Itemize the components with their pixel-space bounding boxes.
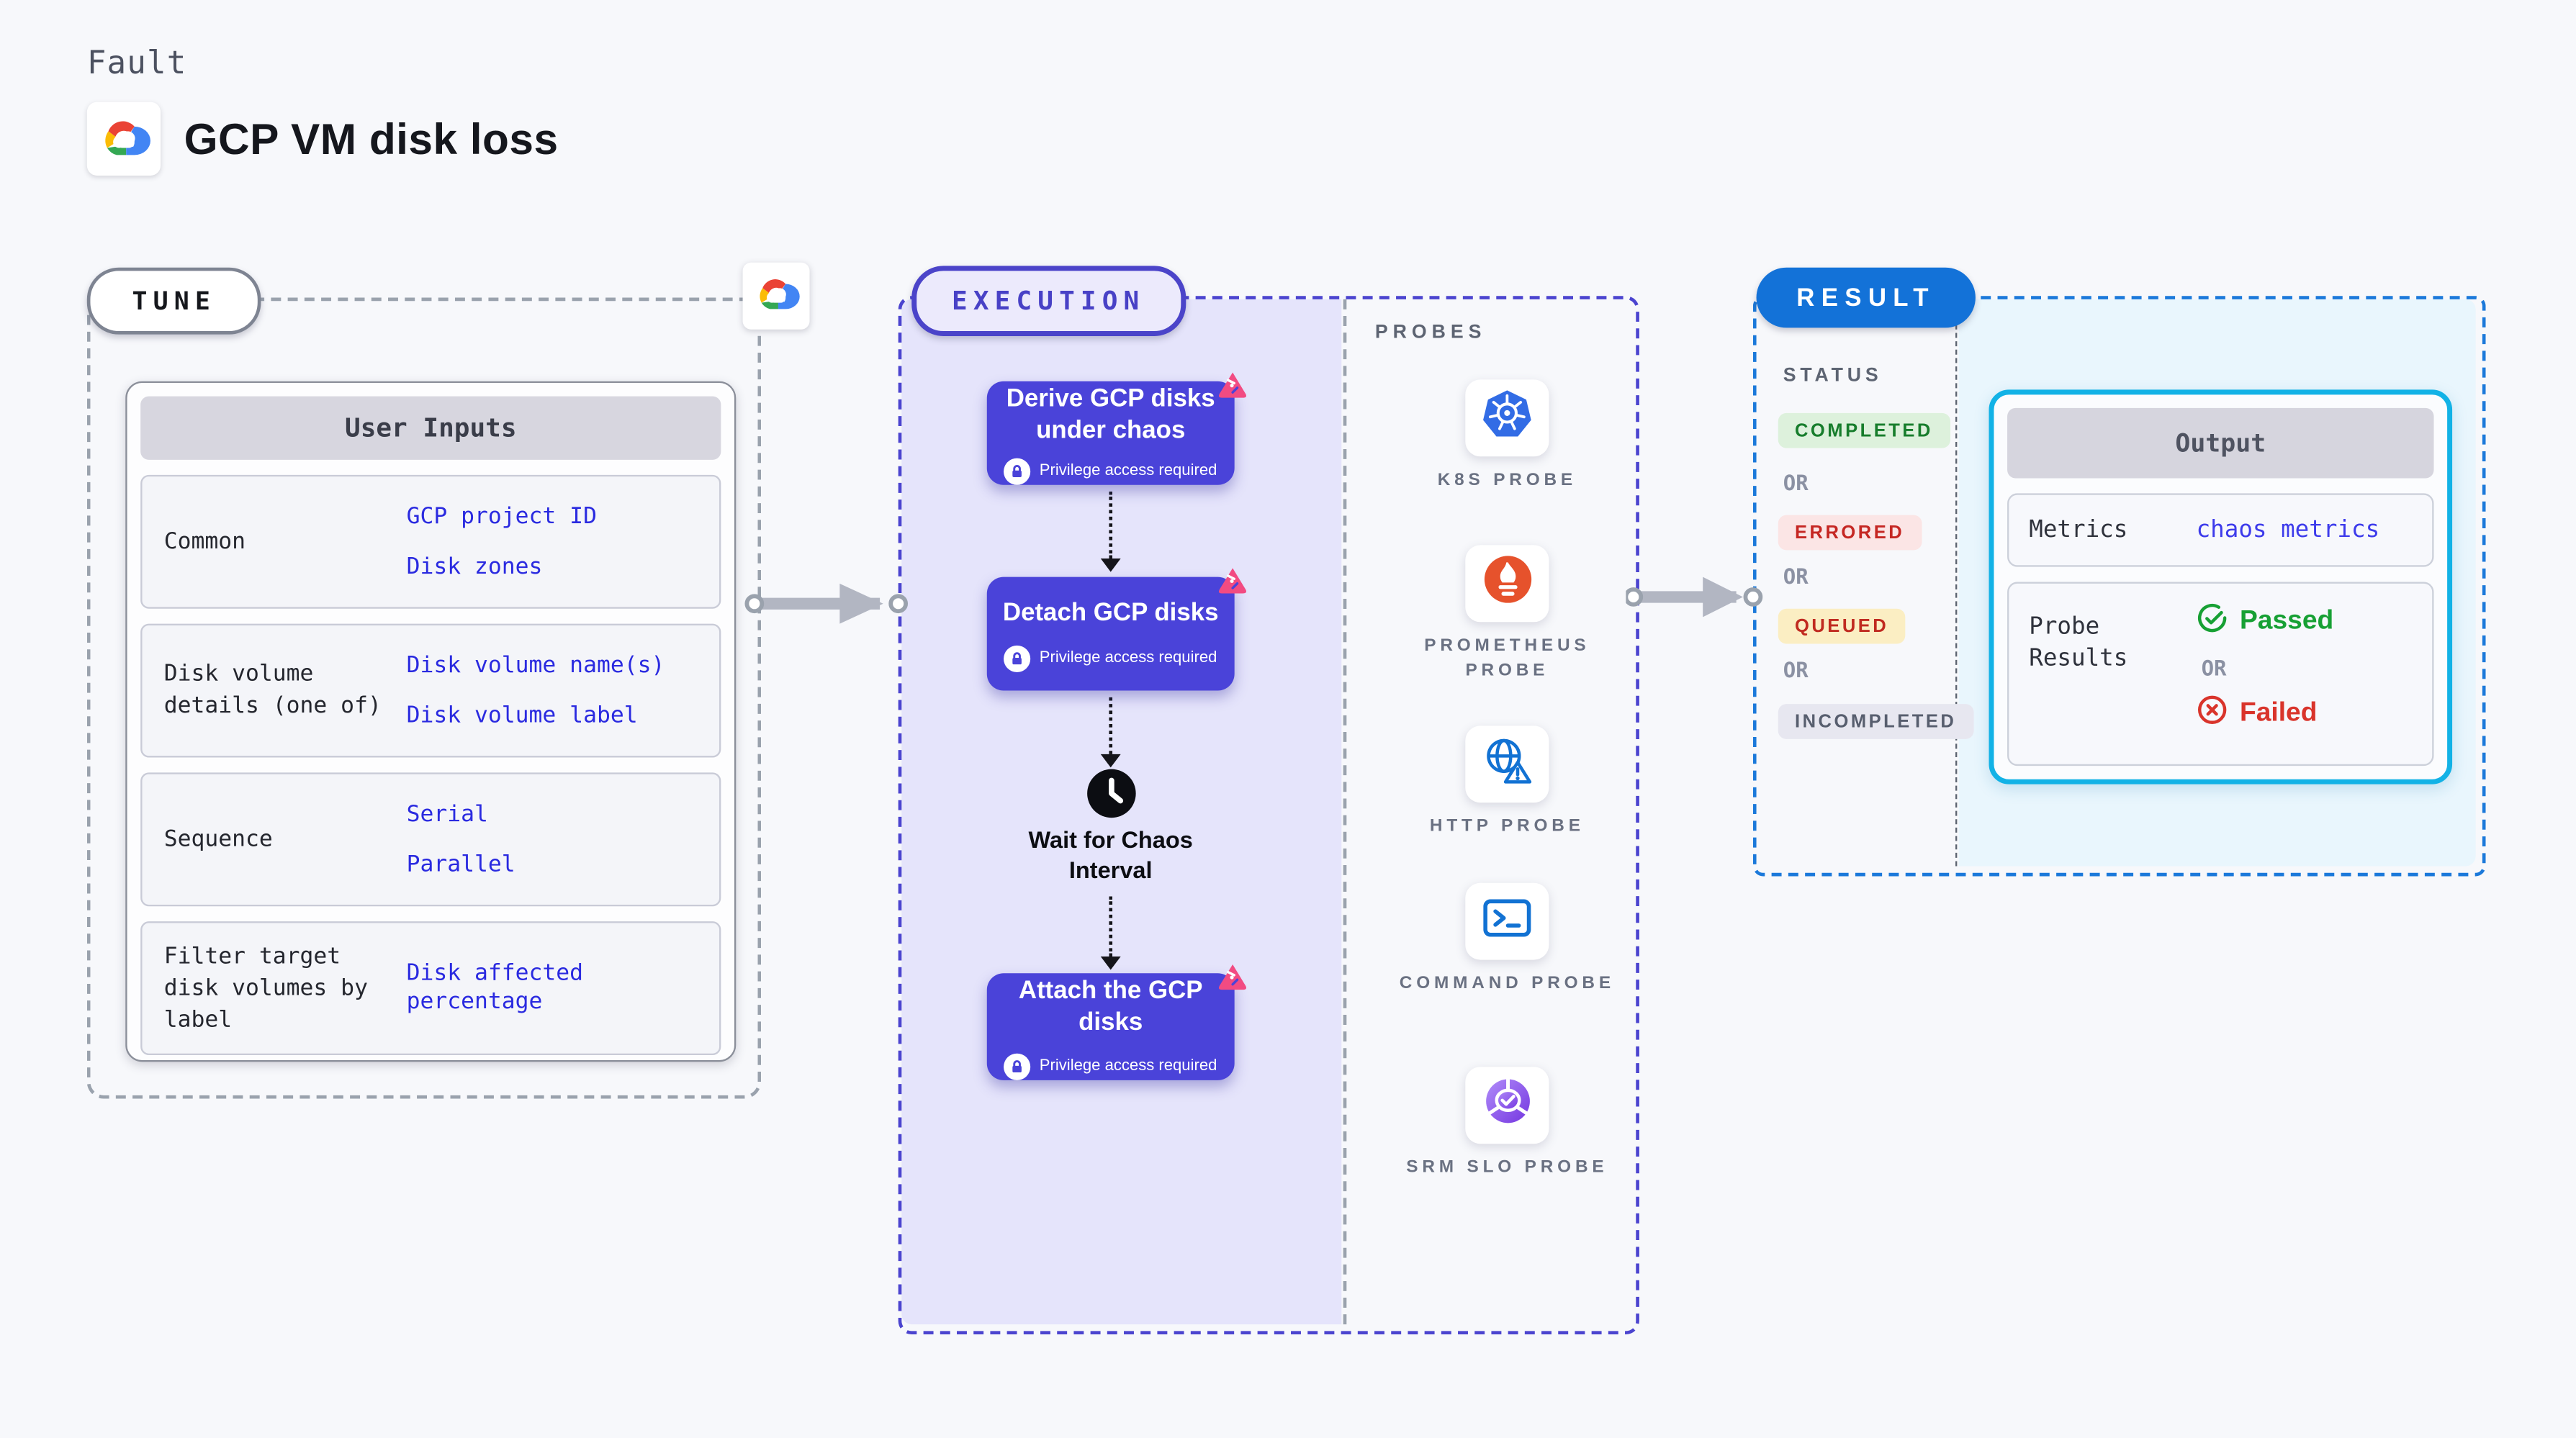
status-heading: STATUS — [1783, 366, 1883, 386]
flow-connector — [1109, 896, 1113, 957]
output-header: Output — [2007, 407, 2434, 479]
step-detach-gcp-disks[interactable]: Detach GCP disks Privilege access requir… — [986, 568, 1247, 691]
status-badge-queued: QUEUED — [1778, 608, 1906, 644]
execution-probes-section — [898, 296, 1639, 1335]
user-inputs-card: User Inputs Common GCP project ID Disk z… — [125, 381, 737, 1062]
input-link-disk-zones[interactable]: Disk zones — [406, 552, 543, 580]
fault-kicker: Fault — [86, 45, 187, 82]
or-label: OR — [1783, 563, 1809, 589]
input-row-label: Filter target disk volumes by label — [163, 942, 368, 1033]
probe-card-k8s — [1465, 379, 1549, 457]
chaos-badge-icon — [1212, 564, 1249, 600]
flow-connector — [1109, 697, 1113, 754]
check-circle-icon — [2197, 602, 2228, 642]
step-attach-gcp-disks[interactable]: Attach the GCP disks Privilege access re… — [986, 964, 1247, 1080]
execution-probes-divider — [1343, 299, 1347, 1325]
flow-arrowhead — [1100, 754, 1121, 768]
input-link-serial[interactable]: Serial — [406, 800, 488, 827]
privilege-label: Privilege access required — [1039, 461, 1217, 480]
status-badge-errored: ERRORED — [1778, 515, 1922, 551]
step-title: Detach GCP disks — [1002, 597, 1219, 627]
probe-card-prometheus — [1465, 545, 1549, 623]
input-row-filter-by-label: Filter target disk volumes by label Disk… — [140, 921, 721, 1056]
status-badge-incompleted: INCOMPLETED — [1778, 704, 1973, 739]
http-globe-icon — [1480, 734, 1534, 795]
slo-pie-icon — [1481, 1075, 1533, 1136]
prometheus-icon — [1481, 553, 1533, 614]
input-link-disk-volume-names[interactable]: Disk volume name(s) — [406, 651, 665, 679]
result-divider — [1955, 299, 1958, 867]
input-link-disk-volume-label[interactable]: Disk volume label — [406, 701, 638, 728]
page-title: GCP VM disk loss — [184, 112, 559, 163]
tune-section — [86, 297, 762, 1099]
chaos-badge-icon — [1212, 960, 1249, 997]
or-label: OR — [2201, 655, 2227, 681]
output-panel: Output Metrics chaos metrics Probe Resul… — [1989, 389, 2453, 784]
gcp-corner-card — [742, 262, 810, 330]
failed-label: Failed — [2240, 699, 2318, 728]
input-link-disk-affected-percentage[interactable]: Disk affected percentage — [406, 959, 584, 1016]
input-row-common: Common GCP project ID Disk zones — [140, 474, 721, 609]
terminal-icon — [1480, 892, 1534, 951]
tune-pill: TUNE — [86, 267, 261, 335]
user-inputs-header: User Inputs — [140, 396, 721, 460]
gcp-logo-card — [86, 101, 161, 176]
flow-connector — [1109, 492, 1113, 559]
probe-label-k8s: K8S PROBE — [1437, 469, 1577, 490]
probe-results-row: Probe Results Passed OR — [2007, 582, 2434, 767]
probe-label-srm-slo: SRM SLO PROBE — [1406, 1157, 1608, 1177]
lock-icon — [1004, 644, 1032, 671]
probes-heading: PROBES — [1374, 322, 1487, 343]
input-row-disk-volume-details: Disk volume details (one of) Disk volume… — [140, 623, 721, 758]
execution-to-result-arrow — [1626, 576, 1763, 618]
result-pill: RESULT — [1756, 267, 1976, 328]
metrics-row: Metrics chaos metrics — [2007, 493, 2434, 567]
probe-card-command — [1465, 882, 1549, 960]
execution-pill: EXECUTION — [911, 266, 1186, 336]
probe-label-command: COMMAND PROBE — [1399, 973, 1615, 994]
or-label: OR — [1783, 469, 1809, 495]
chaos-badge-icon — [1212, 368, 1249, 404]
result-section — [1752, 296, 2486, 877]
x-circle-icon — [2197, 694, 2228, 734]
probe-card-http — [1465, 725, 1549, 803]
passed-label: Passed — [2240, 607, 2334, 636]
flow-arrowhead — [1100, 559, 1121, 572]
probe-card-srm-slo — [1465, 1067, 1549, 1144]
lock-icon — [1004, 457, 1032, 484]
input-link-parallel[interactable]: Parallel — [406, 850, 515, 877]
status-badge-completed: COMPLETED — [1778, 412, 1950, 448]
probe-results-label: Probe Results — [2029, 613, 2128, 672]
lock-icon — [1004, 1052, 1032, 1080]
step-title: Derive GCP disks under chaos — [1006, 384, 1215, 444]
flow-arrowhead — [1100, 956, 1121, 970]
input-row-label: Sequence — [163, 825, 273, 852]
step-derive-gcp-disks[interactable]: Derive GCP disks under chaos Privilege a… — [986, 372, 1247, 485]
gcp-cloud-icon — [751, 271, 801, 321]
wait-for-chaos-interval-label: Wait for Chaos Interval — [1028, 826, 1193, 883]
probe-label-prometheus: PROMETHEUS PROBE — [1424, 635, 1590, 681]
privilege-label: Privilege access required — [1039, 648, 1217, 668]
input-row-label: Common — [163, 528, 246, 555]
chaos-metrics-link[interactable]: chaos metrics — [2196, 515, 2380, 543]
kubernetes-icon — [1480, 388, 1534, 448]
gcp-cloud-icon — [95, 112, 152, 167]
step-title: Attach the GCP disks — [1018, 975, 1203, 1036]
input-link-gcp-project-id[interactable]: GCP project ID — [406, 502, 597, 530]
or-label: OR — [1783, 657, 1809, 682]
input-row-label: Disk volume details (one of) — [163, 660, 382, 720]
clock-icon — [1086, 767, 1138, 819]
input-row-sequence: Sequence Serial Parallel — [140, 772, 721, 907]
metrics-label: Metrics — [2029, 515, 2128, 543]
tune-to-execution-arrow — [744, 583, 909, 624]
probe-label-http: HTTP PROBE — [1429, 815, 1585, 836]
privilege-label: Privilege access required — [1039, 1057, 1217, 1075]
